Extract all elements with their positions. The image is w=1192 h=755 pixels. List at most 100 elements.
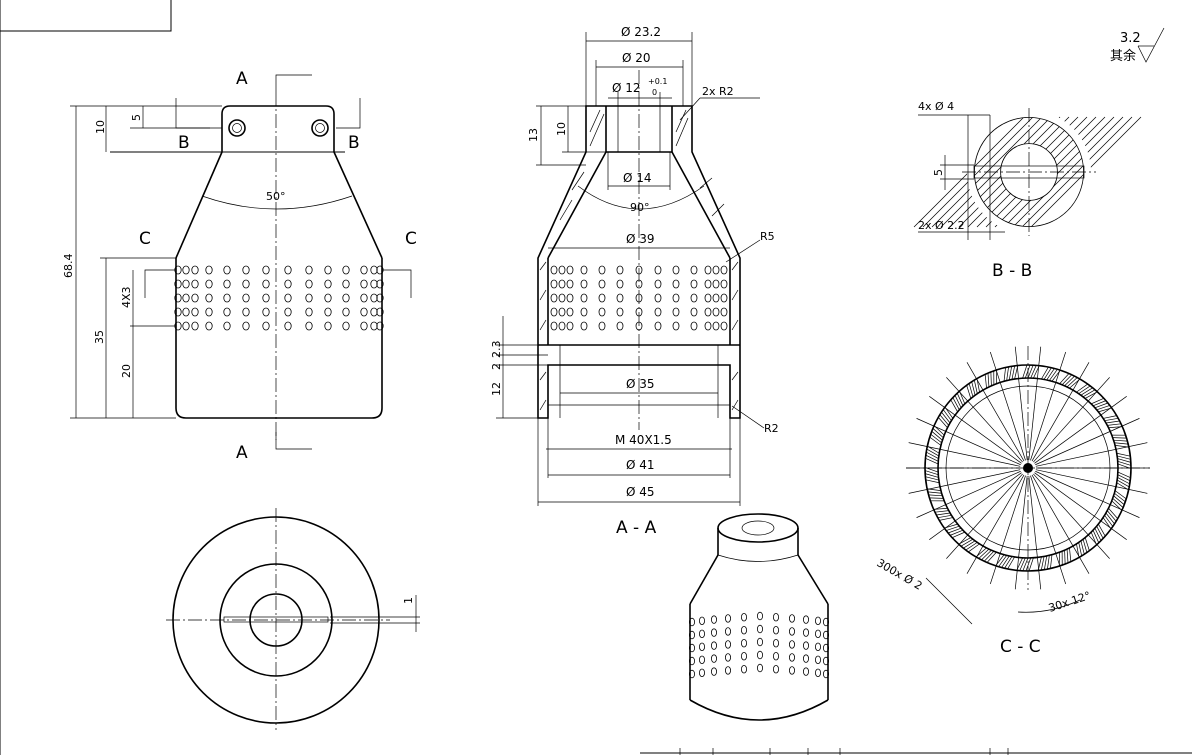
hole (704, 307, 712, 317)
dim-tol-lower: 0 (652, 88, 657, 97)
hole (550, 265, 558, 275)
wall-hatch (930, 433, 942, 444)
hole (191, 265, 199, 275)
hole (376, 293, 384, 303)
dim-pitch: 4X3 (120, 286, 133, 308)
hole (370, 307, 378, 317)
hole (789, 627, 796, 636)
hole (757, 624, 764, 634)
hole (566, 321, 574, 331)
hole (711, 615, 718, 624)
hole (205, 265, 213, 275)
dim-12-aa: 12 (490, 382, 503, 396)
hole (284, 279, 292, 289)
wall-hatch (1080, 387, 1093, 396)
hole (182, 265, 190, 275)
hole (720, 265, 728, 275)
hole (616, 307, 624, 317)
hole (598, 265, 606, 275)
hole (566, 265, 574, 275)
wall-hatch (1105, 420, 1120, 424)
hole (550, 293, 558, 303)
wall-hatch (938, 417, 948, 428)
hole (815, 655, 822, 664)
roughness-note: 其余 (1110, 48, 1136, 64)
radial-line (1028, 475, 1042, 590)
hole (566, 293, 574, 303)
hole (550, 279, 558, 289)
hole (803, 628, 810, 637)
hole (803, 654, 810, 663)
hole (174, 279, 182, 289)
section-a-label-top: A (236, 69, 248, 89)
hole (690, 293, 698, 303)
dim-holes-4: 4x Ø 4 (918, 100, 954, 113)
hole (191, 279, 199, 289)
wall-hatch (990, 371, 992, 386)
wall-hatch (1050, 554, 1053, 569)
hole (182, 279, 190, 289)
hole (223, 293, 231, 303)
wall-hatch (1103, 415, 1117, 419)
front-view: 50° A A B B C C 68.4 10 5 35 20 4X3 (62, 69, 417, 463)
wall-hatch (1027, 364, 1034, 379)
wall-hatch (1090, 531, 1097, 546)
wall-hatch (944, 406, 954, 419)
hole (704, 293, 712, 303)
hole (699, 668, 706, 677)
roughness-value: 3.2 (1120, 31, 1141, 46)
isometric-view (689, 513, 830, 721)
wall-hatch (1117, 458, 1131, 463)
wall-hatch (928, 494, 943, 497)
section-aa-outline (537, 105, 741, 419)
hole (823, 643, 830, 653)
wall-hatch (1116, 482, 1129, 491)
wall-hatch (1094, 402, 1109, 409)
wall-hatch (987, 373, 990, 387)
hole (558, 265, 566, 275)
wall-hatch (1069, 378, 1081, 389)
hole (689, 656, 696, 666)
hole (182, 307, 190, 317)
hole (370, 321, 378, 331)
dim-5-bb: 5 (932, 169, 945, 176)
section-a-label-bottom: A (236, 443, 248, 463)
hole (558, 321, 566, 331)
hole (580, 279, 588, 289)
dim-holes-2: 2x Ø 2.2 (918, 219, 965, 232)
wall-hatch (925, 473, 939, 478)
wall-hatch (1022, 364, 1028, 379)
hole (370, 279, 378, 289)
hole (360, 265, 368, 275)
wall-hatch (941, 411, 951, 424)
hole (174, 265, 182, 275)
wall-hatch (1117, 471, 1131, 479)
wall-hatch (925, 476, 939, 481)
hole (242, 265, 250, 275)
wall-hatch (1019, 557, 1026, 571)
wall-hatch (1022, 557, 1029, 572)
radial-line (1014, 475, 1028, 590)
hole (262, 279, 270, 289)
section-aa: Ø 23.2 Ø 20 Ø 12 +0.1 0 2x R2 13 10 Ø 14… (490, 25, 779, 538)
hole (616, 279, 624, 289)
wall-hatch (1098, 523, 1106, 537)
wall-hatch (937, 514, 952, 519)
hole (773, 639, 780, 648)
hole (242, 321, 250, 331)
hole (342, 279, 350, 289)
hole (699, 642, 706, 651)
hole (699, 655, 706, 664)
dim-20: 20 (120, 364, 133, 378)
hole (566, 307, 574, 317)
hole (191, 307, 199, 317)
wall-hatch (927, 488, 941, 491)
hole (284, 293, 292, 303)
hole (342, 307, 350, 317)
hole (305, 265, 313, 275)
wall-hatch (965, 542, 978, 551)
hole (654, 293, 662, 303)
wall-hatch (1061, 374, 1073, 385)
hole (690, 321, 698, 331)
wall-hatch (1105, 512, 1115, 525)
